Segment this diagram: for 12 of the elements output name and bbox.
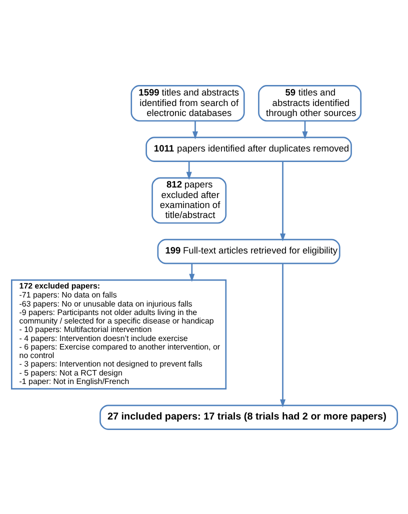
arrow	[279, 263, 286, 407]
node-box: 812 papers excluded after examination of title/abstract	[151, 176, 226, 224]
arrow	[302, 120, 308, 139]
node-box: 199 Full-text articles retrieved for eligibility	[156, 238, 340, 264]
node-box: 1011 papers identified after duplicates removed	[145, 136, 352, 162]
arrow	[186, 161, 192, 180]
node-box: 27 included papers: 17 trials (8 trials had 2 or more papers)	[99, 404, 398, 430]
node-box: 59 titles and abstracts identified through other sources	[258, 84, 362, 122]
node-box: 1599 titles and abstracts identified from search of electronic databases	[130, 84, 244, 122]
arrow	[279, 161, 286, 241]
arrow	[192, 120, 198, 139]
arrow	[188, 263, 194, 282]
